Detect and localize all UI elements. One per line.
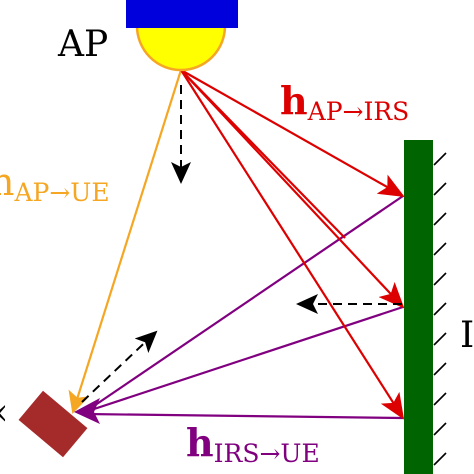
irs-label-cut: I [460, 315, 474, 356]
irs-ue-link-1 [84, 195, 404, 413]
ap-irs-links [180, 69, 405, 420]
h-irs-ue-main: h [186, 420, 214, 465]
ap-device [126, 0, 238, 72]
ap-irs-link-2 [180, 69, 405, 309]
h-ap-irs-label: hAP→IRS [280, 78, 409, 126]
ue-motion-arrow [81, 330, 158, 403]
irs-ue-link-2 [84, 305, 404, 414]
irs-panel [404, 140, 433, 474]
irs-hatching [433, 152, 447, 466]
ap-irs-link-4 [180, 69, 346, 239]
h-ap-irs-main: h [280, 78, 308, 123]
h-irs-ue-sub: IRS→UE [214, 439, 320, 468]
ap-irs-link-1 [180, 69, 405, 197]
h-ap-ue-label: hAP→UE [0, 160, 110, 207]
ap-ue-link [68, 69, 183, 414]
ap-base [126, 0, 238, 28]
h-ap-irs-sub: AP→IRS [307, 97, 410, 126]
ue-label-cut: ‹ [0, 392, 8, 433]
irs-ue-arrowhead [74, 398, 100, 424]
ap-dome [135, 24, 227, 72]
h-ap-ue-main: h [0, 160, 14, 204]
h-ap-ue-sub: AP→UE [13, 178, 109, 207]
ap-irs-link-3 [180, 69, 405, 420]
irs-ue-link-3 [84, 412, 404, 420]
irs-ue-links [84, 195, 404, 420]
ap-label: AP [57, 24, 108, 65]
h-irs-ue-label: hIRS→UE [186, 420, 320, 468]
ue-device [18, 390, 88, 458]
